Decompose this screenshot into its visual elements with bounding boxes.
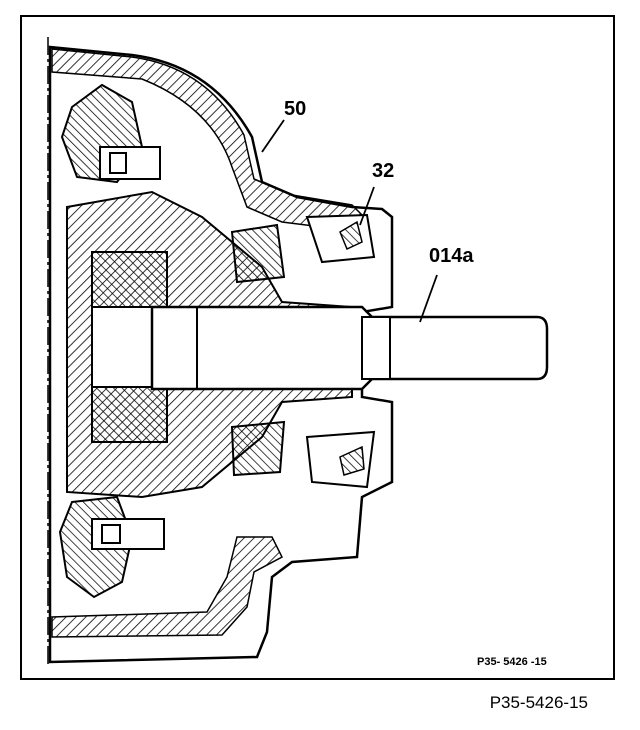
inner-figure-code: P35- 5426 -15 [477, 656, 547, 668]
housing-wall-bottom [51, 536, 283, 638]
leader-014a [419, 274, 438, 323]
drawing: 50 32 014a P35- 5426 -15 [47, 37, 549, 668]
drive-shaft [150, 305, 549, 391]
upper-bearing [230, 223, 286, 284]
lower-bearing [230, 420, 286, 477]
callout-50: 50 [284, 98, 306, 120]
figure-code: P35-5426-15 [489, 693, 588, 712]
callout-32: 32 [372, 160, 394, 182]
diagram-frame: 50 32 014a P35- 5426 -15 [20, 15, 615, 680]
callout-014a: 014a [429, 245, 474, 267]
leader-50 [261, 119, 285, 153]
leader-32 [359, 186, 375, 226]
